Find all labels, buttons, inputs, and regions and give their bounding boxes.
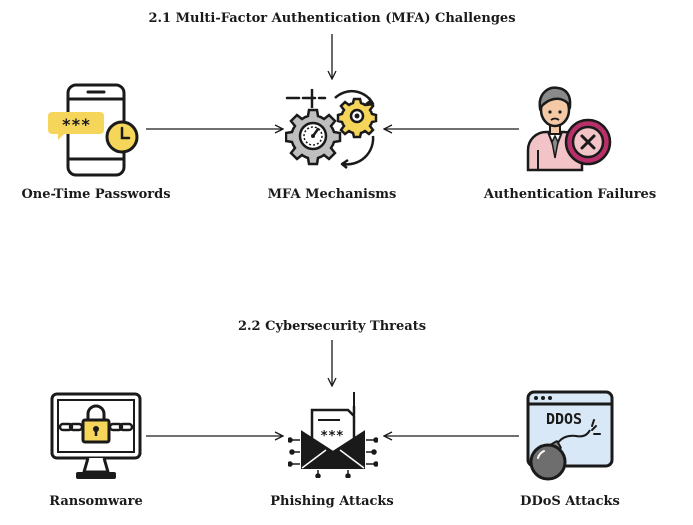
section-heading-mfa: 2.1 Multi-Factor Authentication (MFA) Ch… bbox=[148, 11, 516, 26]
ddos-bomb-icon: DDOS bbox=[526, 390, 614, 481]
node-label-mfa-mechanisms: MFA Mechanisms bbox=[267, 187, 397, 202]
otp-mask-text: *** bbox=[62, 115, 91, 134]
node-label-ransomware: Ransomware bbox=[49, 494, 143, 509]
locked-monitor-icon bbox=[50, 392, 142, 479]
phishing-email-icon: *** bbox=[288, 392, 378, 478]
email-mask-text: *** bbox=[320, 429, 344, 444]
ddos-screen-text: DDOS bbox=[546, 410, 582, 428]
node-label-phishing-attacks: Phishing Attacks bbox=[270, 494, 394, 509]
node-label-ddos-attacks: DDoS Attacks bbox=[520, 494, 620, 509]
section-heading-threats: 2.2 Cybersecurity Threats bbox=[237, 319, 427, 334]
gears-mechanism-icon bbox=[285, 89, 378, 169]
user-denied-icon bbox=[526, 86, 612, 172]
smartphone-otp-icon: *** bbox=[48, 83, 139, 177]
node-label-one-time-passwords: One-Time Passwords bbox=[21, 187, 171, 202]
node-label-authentication-failures: Authentication Failures bbox=[483, 187, 657, 202]
